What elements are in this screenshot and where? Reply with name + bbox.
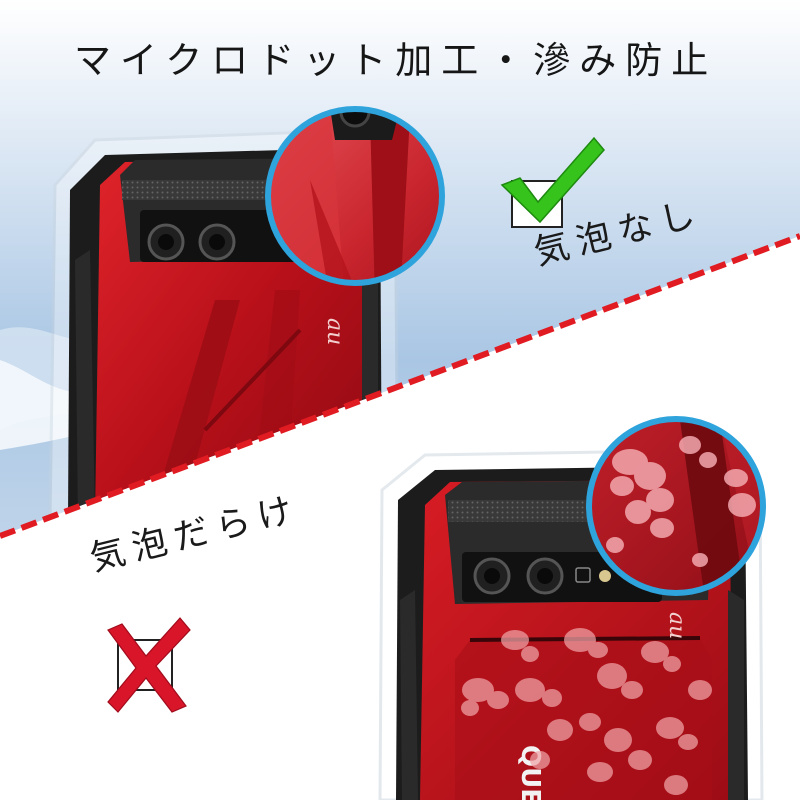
zoom-lens-bubbles (586, 416, 766, 596)
divider-line (0, 233, 800, 539)
carrier-text-bottom: au (664, 612, 689, 639)
headline: マイクロドット加工・滲み防止 (74, 39, 718, 82)
carrier-text-top: au (322, 318, 347, 345)
check-mark-icon (500, 136, 605, 228)
cross-mark-icon (107, 617, 191, 713)
bubble-spots (461, 628, 712, 795)
zoom-lens-clean (265, 106, 445, 286)
